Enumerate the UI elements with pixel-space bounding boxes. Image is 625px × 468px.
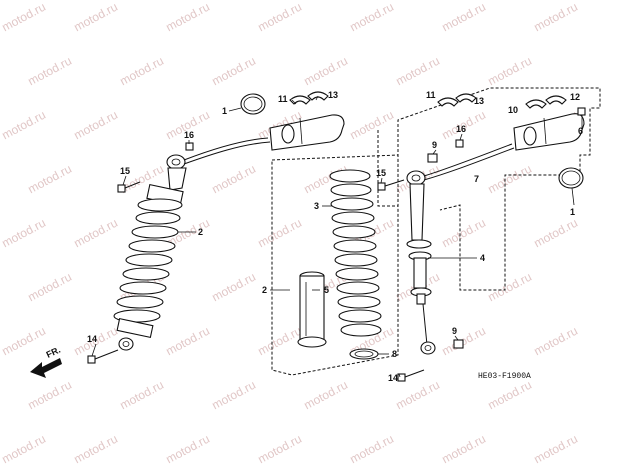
group-boundary-right [377, 87, 601, 291]
callout-11-right: 11 [426, 90, 436, 100]
front-direction-arrow-icon [30, 358, 62, 378]
reservoir-right [513, 113, 585, 151]
callout-4: 4 [480, 253, 485, 263]
direction-label: FR. [45, 345, 62, 360]
callout-numbers: 1 11 13 16 15 2 14 3 2 5 8 15 9 16 7 4 9… [45, 90, 583, 383]
reservoir-left [269, 114, 345, 151]
callout-15-mid: 15 [376, 168, 386, 178]
callout-13-right: 13 [474, 96, 484, 106]
plates-left [289, 91, 329, 105]
nut-16-left [185, 142, 194, 151]
callout-12: 12 [570, 92, 580, 102]
callout-1-right: 1 [570, 207, 575, 217]
callout-16-right: 16 [456, 124, 466, 134]
spring-3 [329, 169, 382, 337]
callout-9-bottom: 9 [452, 326, 457, 336]
shock-assembly-left [113, 137, 271, 351]
callout-7: 7 [474, 174, 479, 184]
callout-2-left: 2 [198, 227, 203, 237]
callout-13-left: 13 [328, 90, 338, 100]
nut-9-top [427, 153, 438, 163]
nut-6 [577, 107, 586, 116]
callout-16-left: 16 [184, 130, 194, 140]
callout-14-right: 14 [388, 373, 398, 383]
callout-6: 6 [578, 126, 583, 136]
band-1-right [558, 167, 584, 189]
spring-guide-5 [297, 271, 327, 348]
callout-1-left: 1 [222, 106, 227, 116]
bolt-15-mid [377, 179, 405, 191]
callout-11-left: 11 [278, 94, 288, 104]
leader-lines [91, 95, 583, 378]
bolt-14-left [87, 349, 119, 364]
callout-14-left: 14 [87, 334, 97, 344]
callout-10: 10 [508, 105, 518, 115]
callout-2-mid: 2 [262, 285, 267, 295]
bolt-15-left [117, 181, 141, 193]
bolt-14-right [397, 369, 425, 382]
collar-8 [349, 348, 379, 360]
spring-coils-left [113, 198, 183, 323]
callout-9-top: 9 [432, 140, 437, 150]
damper-4 [406, 143, 515, 355]
band-1-left [240, 93, 266, 115]
callout-5: 5 [324, 285, 329, 295]
nut-16-right [455, 139, 464, 148]
plates-right [437, 93, 567, 109]
nut-9-bottom [453, 339, 464, 349]
callout-3: 3 [314, 201, 319, 211]
callout-15-left: 15 [120, 166, 130, 176]
group-boundary-middle [271, 154, 399, 376]
diagram-code: HE03-F1900A [478, 372, 531, 381]
callout-8-mid: 8 [392, 349, 397, 359]
